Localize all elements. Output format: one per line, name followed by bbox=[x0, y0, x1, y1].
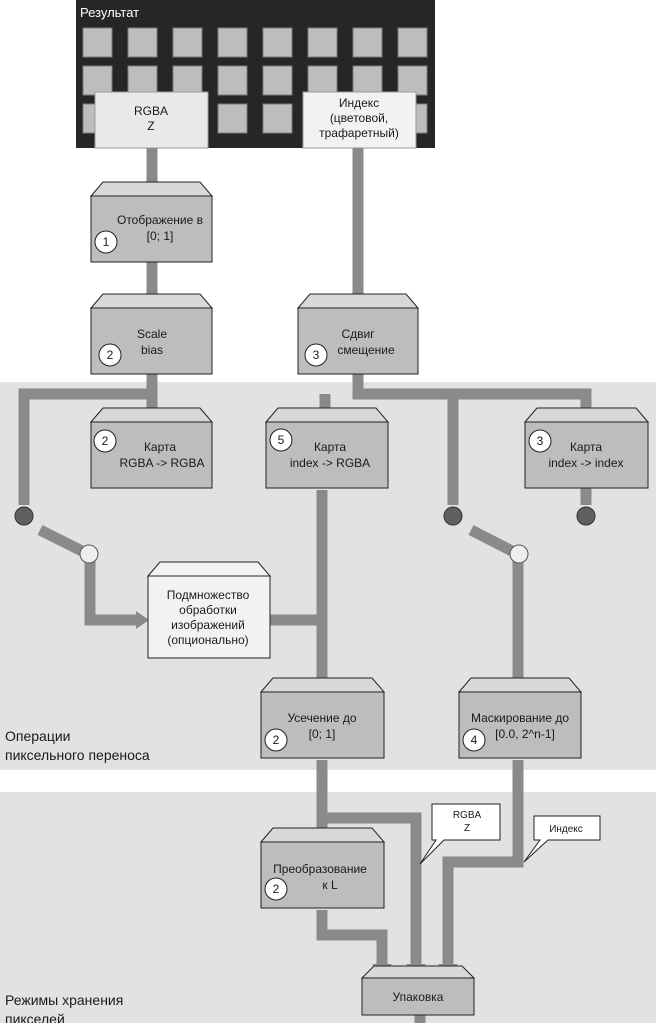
box-clamp-badge: 2 bbox=[273, 733, 280, 747]
callout-rgba-line2: Z bbox=[464, 823, 470, 834]
callout-index: Индекс bbox=[523, 815, 601, 863]
source-index-label: Индекс bbox=[339, 96, 379, 110]
box-mask-badge: 4 bbox=[471, 733, 478, 747]
source-z-label: Z bbox=[147, 119, 154, 133]
section-pixel-store-line1: Режимы хранения bbox=[5, 992, 123, 1008]
box-imaging-subset-line1: Подмножество bbox=[167, 588, 250, 602]
box-convert-l-badge: 2 bbox=[273, 882, 280, 896]
box-map-index-rgba-line2: index -> RGBA bbox=[290, 456, 370, 470]
box-shift-offset-line1: Сдвиг bbox=[341, 327, 375, 341]
box-shift-offset-line2: смещение bbox=[337, 343, 395, 357]
box-scale-bias: Scale bias 2 bbox=[89, 293, 214, 375]
box-clamp-line2: [0; 1] bbox=[309, 727, 336, 741]
result-panel-title: Результат bbox=[80, 5, 139, 20]
box-map-rgba-rgba-badge: 2 bbox=[102, 434, 109, 448]
box-map-range: Отображение в [0; 1] 1 bbox=[89, 181, 214, 263]
box-convert-l-line1: Преобразование bbox=[273, 862, 367, 876]
left-switch bbox=[14, 506, 99, 564]
box-map-rgba-rgba: Карта RGBA -> RGBA 2 bbox=[89, 407, 214, 489]
source-index-sub1: (цветовой, bbox=[330, 111, 388, 125]
box-imaging-subset-line3: изображений bbox=[171, 618, 245, 632]
callout-rgba: RGBA Z bbox=[419, 803, 501, 865]
box-imaging-subset-line4: (опционально) bbox=[167, 633, 248, 647]
box-map-index-index-line1: Карта bbox=[570, 440, 602, 454]
callout-index-label: Индекс bbox=[549, 824, 583, 835]
box-convert-l-line2: к L bbox=[322, 878, 338, 892]
box-shift-offset: Сдвиг смещение 3 bbox=[296, 293, 420, 375]
source-rgba-box: RGBA Z bbox=[94, 91, 209, 149]
box-map-rgba-rgba-line1: Карта bbox=[144, 440, 176, 454]
box-map-index-rgba-badge: 5 bbox=[278, 433, 285, 447]
section-pixel-store-line2: пикселей bbox=[5, 1011, 65, 1023]
box-map-index-rgba: Карта index -> RGBA 5 bbox=[264, 407, 390, 489]
box-scale-bias-badge: 2 bbox=[107, 348, 114, 362]
box-map-index-index-badge: 3 bbox=[537, 434, 544, 448]
box-mask: Маскирование до [0.0, 2^n-1] 4 bbox=[457, 677, 583, 759]
section-pixel-transfer-line1: Операции bbox=[5, 728, 71, 744]
box-clamp: Усечение до [0; 1] 2 bbox=[259, 677, 386, 759]
box-shift-offset-badge: 3 bbox=[313, 348, 320, 362]
box-mask-line2: [0.0, 2^n-1] bbox=[495, 727, 555, 741]
box-map-index-index-line2: index -> index bbox=[548, 456, 623, 470]
box-map-range-line1: Отображение в bbox=[117, 213, 203, 227]
box-mask-line1: Маскирование до bbox=[471, 711, 569, 725]
box-map-range-badge: 1 bbox=[103, 235, 110, 249]
box-scale-bias-line2: bias bbox=[141, 343, 163, 357]
box-map-index-rgba-line1: Карта bbox=[314, 440, 346, 454]
box-imaging-subset-line2: обработки bbox=[179, 603, 237, 617]
source-rgba-label: RGBA bbox=[134, 104, 168, 118]
box-pack: Упаковка bbox=[360, 965, 476, 1016]
box-convert-l: Преобразование к L 2 bbox=[259, 827, 386, 909]
box-map-index-index: Карта index -> index 3 bbox=[523, 407, 650, 489]
box-scale-bias-line1: Scale bbox=[137, 327, 167, 341]
source-index-sub2: трафаретный) bbox=[319, 126, 399, 140]
source-index-box: Индекс (цветовой, трафаретный) bbox=[302, 91, 417, 149]
box-map-range-line2: [0; 1] bbox=[147, 229, 174, 243]
section-pixel-transfer-line2: пиксельного переноса bbox=[5, 747, 150, 763]
box-imaging-subset: Подмножество обработки изображений (опци… bbox=[146, 561, 272, 659]
box-map-rgba-rgba-line2: RGBA -> RGBA bbox=[119, 456, 204, 470]
box-pack-label: Упаковка bbox=[393, 990, 444, 1004]
box-clamp-line1: Усечение до bbox=[287, 711, 356, 725]
callout-rgba-line1: RGBA bbox=[453, 810, 482, 821]
right-switch bbox=[443, 506, 596, 564]
